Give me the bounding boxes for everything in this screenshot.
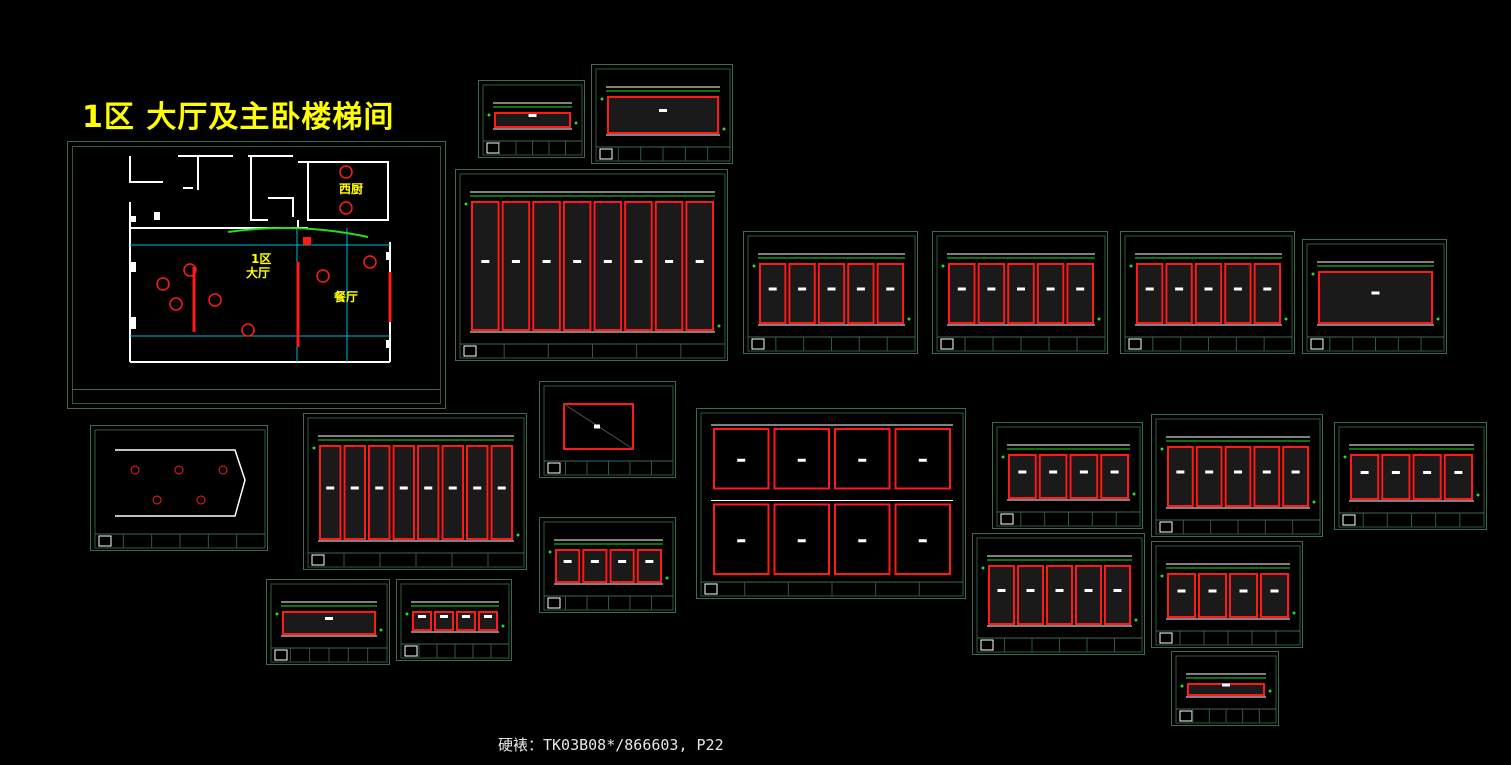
elevation-drawing <box>1306 243 1445 352</box>
elevation-sheet[interactable] <box>455 169 728 361</box>
elevation-sheet[interactable] <box>478 80 585 158</box>
elevation-sheet[interactable] <box>992 422 1143 529</box>
elevation-sheet[interactable] <box>539 517 676 613</box>
elevation-drawing <box>94 429 266 549</box>
elevation-drawing <box>595 68 731 162</box>
elevation-sheet[interactable] <box>1120 231 1295 354</box>
elevation-sheet[interactable] <box>1171 651 1279 726</box>
elevation-sheet[interactable] <box>539 381 676 478</box>
elevation-drawing <box>459 173 726 359</box>
elevation-drawing <box>700 412 964 597</box>
elevation-drawing <box>270 583 388 663</box>
elevation-sheet[interactable] <box>303 413 527 570</box>
elevation-drawing <box>1155 545 1301 646</box>
label-zone-1: 1区 <box>251 252 272 266</box>
elevation-sheet[interactable] <box>932 231 1108 354</box>
elevation-sheet[interactable] <box>591 64 733 164</box>
elevation-sheet[interactable] <box>1151 541 1303 648</box>
elevation-drawing <box>1338 426 1485 528</box>
label-dining: 餐厅 <box>334 290 359 304</box>
elevation-sheet[interactable] <box>743 231 918 354</box>
footer-reference: 硬裱：TK03B08*/866603, P22 <box>498 736 724 754</box>
elevation-drawing <box>976 537 1143 653</box>
label-west-kitchen: 西厨 <box>339 182 364 196</box>
elevation-sheet[interactable] <box>266 579 390 665</box>
elevation-drawing <box>1155 418 1321 535</box>
elevation-drawing <box>482 84 583 156</box>
main-floor-plan-sheet[interactable]: 西厨 1区 大厅 餐厅 <box>67 141 446 409</box>
elevation-sheet[interactable] <box>1334 422 1487 530</box>
elevation-sheet[interactable] <box>1302 239 1447 354</box>
elevation-drawing <box>543 521 674 611</box>
elevation-sheet[interactable] <box>972 533 1145 655</box>
floor-plan-drawing <box>129 155 392 363</box>
elevation-drawing <box>400 583 510 659</box>
drawing-set-title: 1区 大厅及主卧楼梯间 <box>82 100 395 135</box>
elevation-drawing <box>996 426 1141 527</box>
elevation-drawing <box>936 235 1106 352</box>
label-hall: 大厅 <box>246 266 271 280</box>
elevation-drawing <box>1175 655 1277 724</box>
elevation-sheet[interactable] <box>696 408 966 599</box>
elevation-sheet[interactable] <box>396 579 512 661</box>
elevation-sheet[interactable] <box>90 425 268 551</box>
elevation-drawing <box>747 235 916 352</box>
elevation-drawing <box>543 385 674 476</box>
elevation-drawing <box>307 417 525 568</box>
elevation-drawing <box>1124 235 1293 352</box>
elevation-sheet[interactable] <box>1151 414 1323 537</box>
